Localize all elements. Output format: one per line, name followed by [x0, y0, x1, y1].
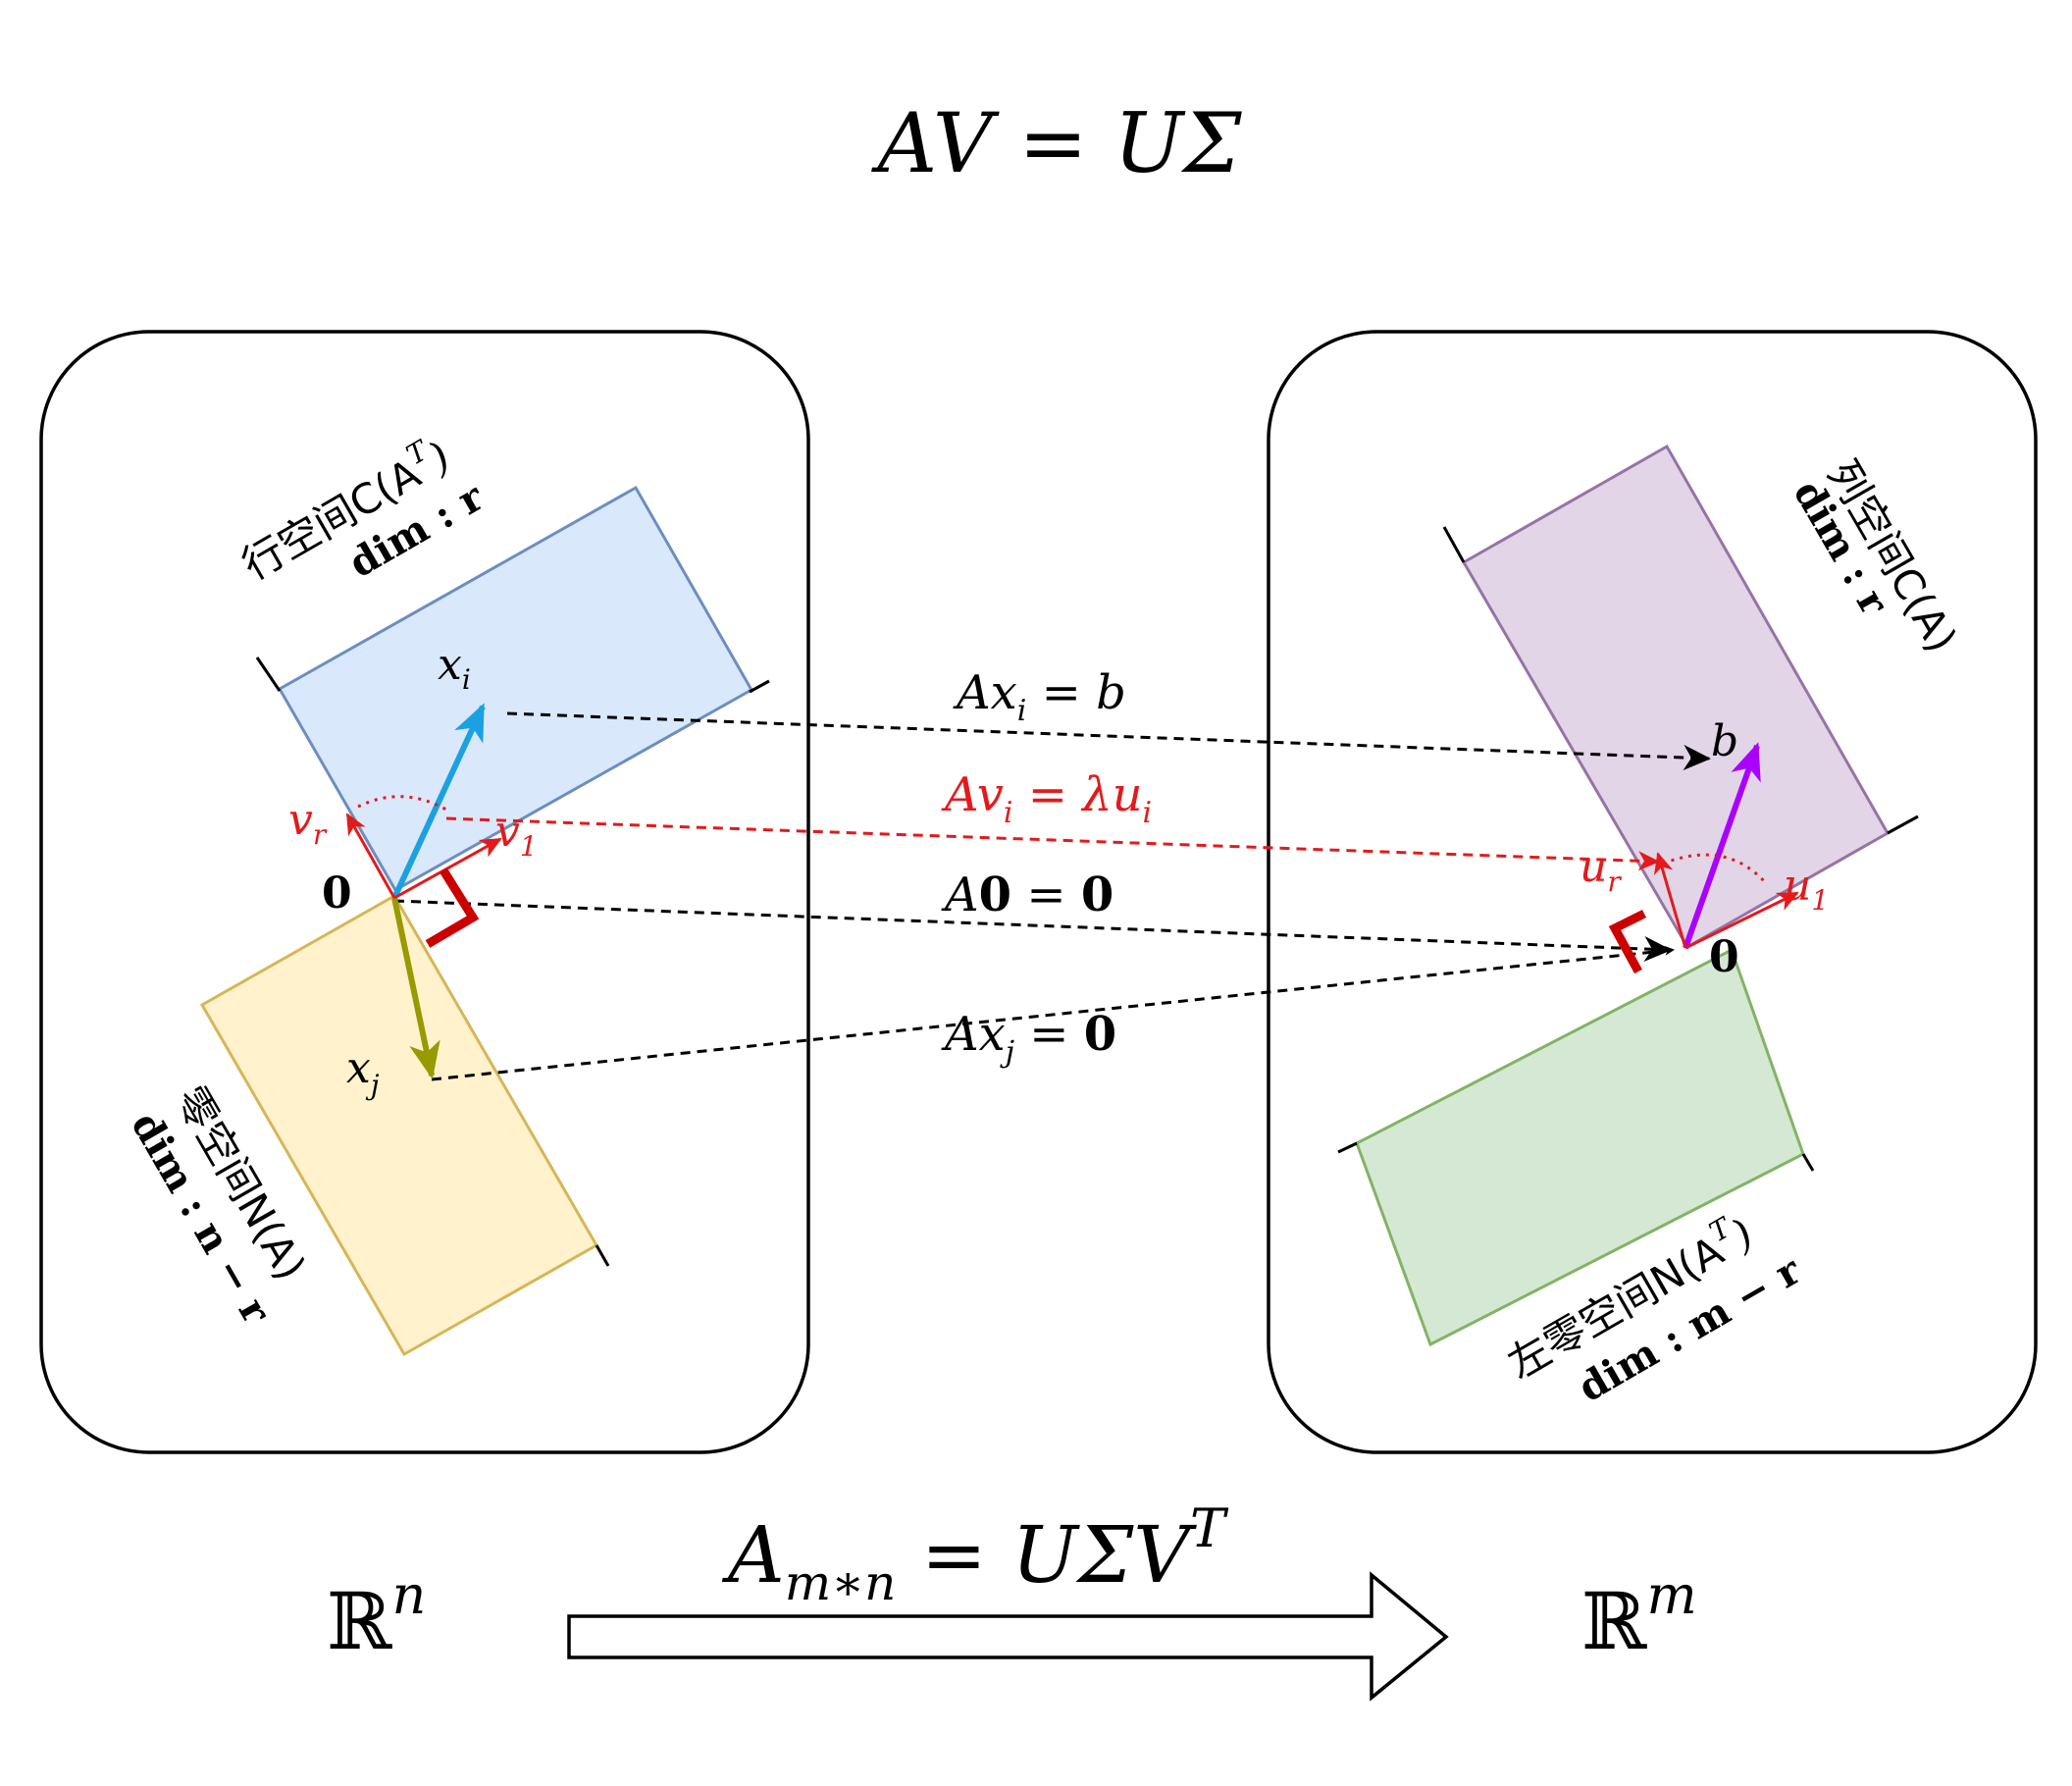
label-origin-right: 0: [1709, 932, 1739, 982]
vector-b: [1683, 742, 1761, 950]
codomain-space-box: [1267, 330, 2038, 1454]
label-vr: vr: [288, 795, 328, 851]
label-xi: xi: [438, 640, 471, 696]
eq-a0-0: A0 = 0: [941, 867, 1114, 922]
vector-u1: [1684, 891, 1799, 950]
label-origin-left: 0: [322, 868, 352, 919]
label-u1: u1: [1784, 861, 1829, 917]
column-space-label-group: 列空间C(A) dim : r: [1785, 452, 1966, 660]
basis-arc-right: [1662, 853, 1768, 884]
left-null-space-tick-left: [1337, 1141, 1358, 1154]
field-rm: ℝm: [1581, 1564, 1697, 1667]
field-rn: ℝn: [327, 1564, 426, 1667]
mapping-big-arrow: [567, 1571, 1449, 1702]
map-arrow-zero-to-zero: [393, 899, 1672, 962]
null-space-tick: [595, 1244, 610, 1267]
vector-xj: [391, 897, 440, 1079]
basis-arc-left: [357, 795, 447, 812]
eq-axi-b: Axi = b: [953, 665, 1126, 728]
right-angle-right: [1608, 909, 1647, 974]
right-angle-left: [425, 867, 480, 948]
label-v1: v1: [495, 807, 538, 863]
vector-vr: [345, 813, 396, 899]
vector-ur: [1654, 852, 1687, 949]
map-equation: Am∗n = UΣVT: [721, 1497, 1229, 1611]
domain-space-box: [39, 330, 810, 1454]
label-xj: xj: [346, 1043, 380, 1101]
map-arrow-xj-to-zero: [431, 945, 1675, 1081]
eq-axj-0: Axj = 0: [941, 1007, 1116, 1070]
row-space-tick-left: [255, 657, 282, 692]
left-null-space-tick-right: [1801, 1153, 1815, 1172]
label-b: b: [1711, 716, 1738, 766]
column-space-tick-right: [1887, 814, 1919, 835]
title: AV = UΣ: [870, 95, 1242, 191]
map-arrow-xi-to-b: [506, 711, 1711, 771]
column-space-tick-left: [1442, 526, 1466, 563]
vector-xi: [391, 703, 486, 900]
map-arrow-vi-to-ui: [445, 816, 1660, 871]
eq-avi-lambda-ui: Avi = λui: [941, 767, 1152, 830]
label-ur: ur: [1580, 842, 1622, 898]
row-space-tick-right: [749, 679, 770, 694]
